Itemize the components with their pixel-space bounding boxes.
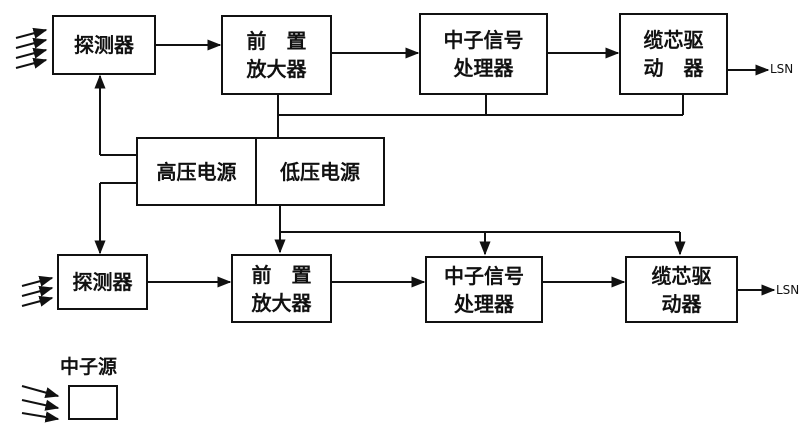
top-driver-line-2: 动 器 [643,56,704,80]
bottom-preamp-line-1: 前 置 [251,262,312,287]
top-processor-line-2: 处理器 [453,56,514,80]
bottom-driver-line-1: 缆芯驱 [651,263,712,288]
high-voltage-supply-box: 高压电源 [136,137,257,206]
legend-neutron-rays [21,385,60,423]
bottom-output-label: LSN [776,283,800,297]
bottom-detector-label: 探测器 [72,270,133,294]
bottom-driver-line-2: 动器 [661,291,702,316]
top-output-label: LSN [770,62,794,76]
bottom-processor-line-2: 处理器 [454,291,514,316]
legend-neutron-source-box [68,385,118,420]
bottom-preamp-box: 前 置 放大器 [231,254,332,323]
high-voltage-label: 高压电源 [156,159,237,184]
bottom-preamp-line-2: 放大器 [251,290,312,315]
top-driver-box: 缆芯驱 动 器 [619,13,728,95]
low-voltage-label: 低压电源 [280,159,360,184]
legend-neutron-source-label: 中子源 [60,356,118,378]
top-preamp-line-1: 前 置 [246,29,307,53]
top-detector-box: 探测器 [52,15,156,75]
bottom-detector-box: 探测器 [57,254,148,310]
low-voltage-supply-box: 低压电源 [255,137,385,206]
top-preamp-box: 前 置 放大器 [221,15,332,95]
bottom-driver-box: 缆芯驱 动器 [625,256,738,323]
neutron-rays-top [15,27,48,69]
top-processor-line-1: 中子信号 [443,28,524,52]
top-driver-line-1: 缆芯驱 [643,28,704,52]
top-detector-label: 探测器 [74,33,134,57]
bottom-processor-box: 中子信号 处理器 [425,256,543,323]
top-preamp-line-2: 放大器 [246,57,307,81]
top-processor-box: 中子信号 处理器 [419,13,548,95]
neutron-rays-bottom [21,275,54,307]
bottom-processor-line-1: 中子信号 [444,263,524,288]
